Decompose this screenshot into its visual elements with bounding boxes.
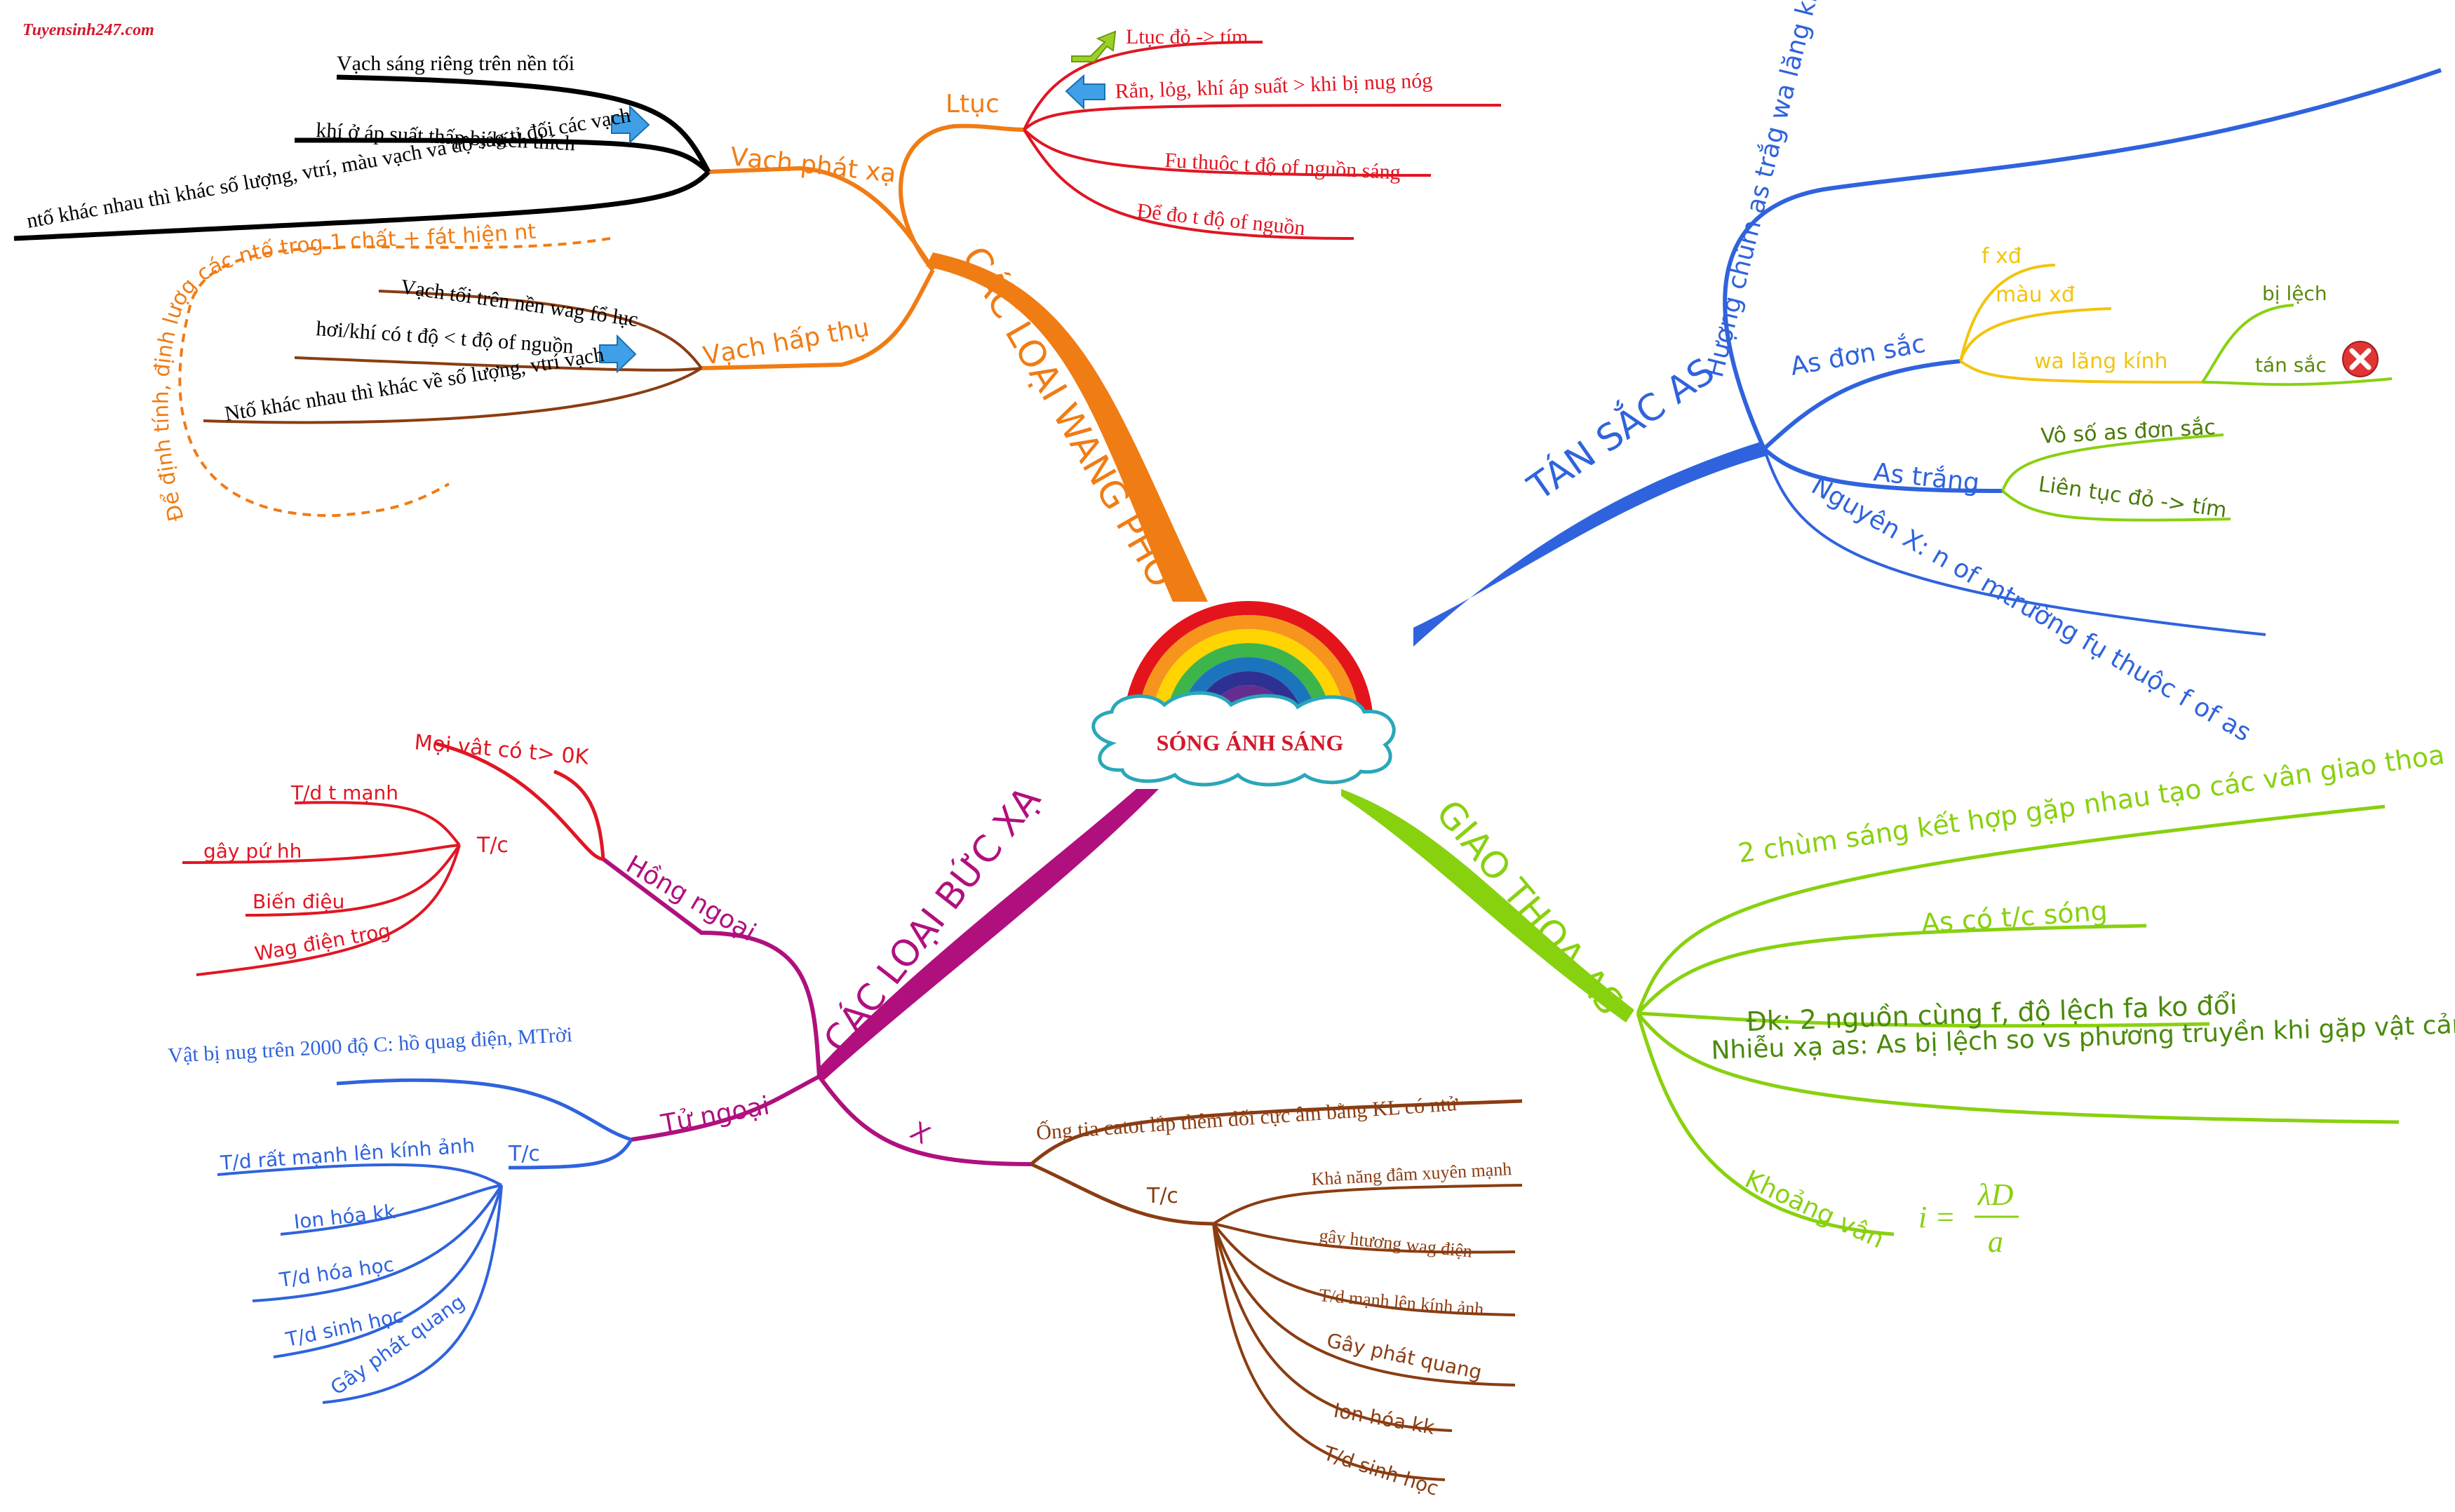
- xray-prop: gây htượng wag điện: [1318, 1225, 1473, 1262]
- xray-prop: T/d sinh học: [1320, 1441, 1441, 1500]
- central-title: SÓNG ÁNH SÁNG: [1157, 730, 1344, 755]
- mono-label: As đơn sắc: [1788, 330, 1928, 382]
- formula-denominator: a: [1988, 1224, 2003, 1259]
- continuous-item: Fụ thuộc t độ of nguồn sáng: [1164, 149, 1401, 184]
- white-item: Vô số as đơn sắc: [2040, 415, 2217, 449]
- radiation-node[interactable]: Hồng ngoại Mọi vật có t> 0K T/c T/d t mạ…: [168, 730, 1523, 1500]
- uv-prop: T/d hóa học: [277, 1253, 395, 1292]
- xray-label: X: [906, 1116, 935, 1150]
- emission-item: Vạch sáng riêng trên nền tối: [337, 52, 574, 75]
- absorption-item: Vạch tối trên nền wag fổ lục: [399, 275, 640, 331]
- fringe-spacing-formula: i = λD a: [1918, 1177, 2019, 1259]
- interference-item: 2 chùm sáng kết hợp gặp nhau tạo các vân…: [1736, 739, 2447, 869]
- spectra-link-note: Để định tính, định lượg các ntố trog 1 c…: [0, 0, 611, 524]
- formula-lhs: i =: [1918, 1200, 1956, 1234]
- uv-prop: Ion hóa kk: [292, 1200, 397, 1234]
- absorption-spectrum-node[interactable]: Vạch hấp thụ Vạch tối trên nền wag fổ lụ…: [203, 275, 872, 426]
- xray-source: Ống tia catot lắp thêm đối cực âm bằng K…: [1035, 1091, 1460, 1145]
- continuous-item: Ltục đỏ -> tím: [1126, 25, 1248, 48]
- continuous-label: Ltục: [946, 90, 1000, 119]
- ir-prop: gây pứ hh: [203, 839, 302, 863]
- central-topic[interactable]: SÓNG ÁNH SÁNG: [1091, 601, 1396, 787]
- mono-item: wa lăng kính: [2034, 349, 2168, 374]
- dispersion-main-branch: [1413, 442, 1766, 647]
- ir-tc-label: T/c: [476, 833, 509, 858]
- continuous-item: Rắn, lỏg, khí áp suất > khi bị nug nóg: [1115, 69, 1433, 103]
- emission-spectrum-node[interactable]: Vạch phát xạ Vạch sáng riêng trên nền tố…: [13, 52, 897, 241]
- uv-tc-label: T/c: [508, 1142, 540, 1166]
- formula-numerator: λD: [1977, 1177, 2014, 1212]
- ir-source: Mọi vật có t> 0K: [413, 730, 591, 770]
- uv-label: Tử ngoại: [658, 1091, 772, 1139]
- interference-main-branch: [1341, 789, 1634, 1022]
- mono-sub-item: tán sắc: [2255, 353, 2327, 377]
- ir-label: Hồng ngoại: [621, 850, 761, 947]
- right-arrow-icon: [599, 334, 637, 374]
- white-label: As trắng: [1872, 458, 1981, 498]
- dispersion-title: TÁN SẮC AS: [1517, 346, 1722, 510]
- interference-item: As có t/c sóng: [1921, 896, 2108, 939]
- absorption-item: hơi/khí có t độ < t độ of nguồn: [316, 317, 574, 358]
- spectra-title: CÁC LOẠI WANG PHỔ: [953, 237, 1188, 595]
- interference-item: Khoảng vân: [1740, 1165, 1888, 1255]
- dispersion-node[interactable]: Hượng chùm as trắg wa lăng kính -> lệch …: [1700, 0, 2442, 748]
- emission-label: Vạch phát xạ: [729, 142, 897, 189]
- no-icon: [2342, 341, 2379, 377]
- interference-node[interactable]: 2 chùm sáng kết hợp gặp nhau tạo các vân…: [1636, 739, 2455, 1259]
- link-note-text: Để định tính, định lượg các ntố trog 1 c…: [0, 0, 537, 524]
- spectra-main-branch: [926, 252, 1208, 602]
- continuous-spectrum-node[interactable]: Ltục Ltục đỏ -> tím Rắn, lỏg, khí áp suấ…: [946, 25, 1502, 240]
- absorption-item: Ntố khác nhau thì khác về số lượng, vtrí…: [223, 343, 605, 426]
- mono-sub-item: bị lệch: [2262, 282, 2327, 305]
- ir-prop: Wag điện trog: [253, 919, 392, 966]
- cloud-shape: [1091, 691, 1396, 787]
- left-arrow-icon: [1065, 74, 1105, 110]
- mono-item: màu xđ: [1996, 283, 2075, 307]
- up-arrow-icon: [1071, 30, 1117, 62]
- xray-prop: Ion hóa kk: [1332, 1398, 1437, 1439]
- right-arrow-icon: [611, 104, 650, 144]
- radiation-main-branch: [817, 789, 1159, 1080]
- interference-title: GIAO THOA AS: [1427, 792, 1631, 1023]
- ir-prop: T/d t mạnh: [290, 781, 398, 804]
- uv-source: Vật bị nug trên 2000 độ C: hồ quag điện,…: [168, 1023, 573, 1067]
- xray-tc-label: T/c: [1146, 1184, 1178, 1208]
- xray-prop: T/d mạnh lên kính ảnh: [1318, 1285, 1484, 1319]
- watermark: Tuyensinh247.com: [22, 21, 154, 39]
- ir-prop: Biến điệu: [253, 890, 344, 913]
- mono-item: f xđ: [1982, 244, 2022, 269]
- uv-prop: T/d rất mạnh lên kính ảnh: [219, 1134, 476, 1175]
